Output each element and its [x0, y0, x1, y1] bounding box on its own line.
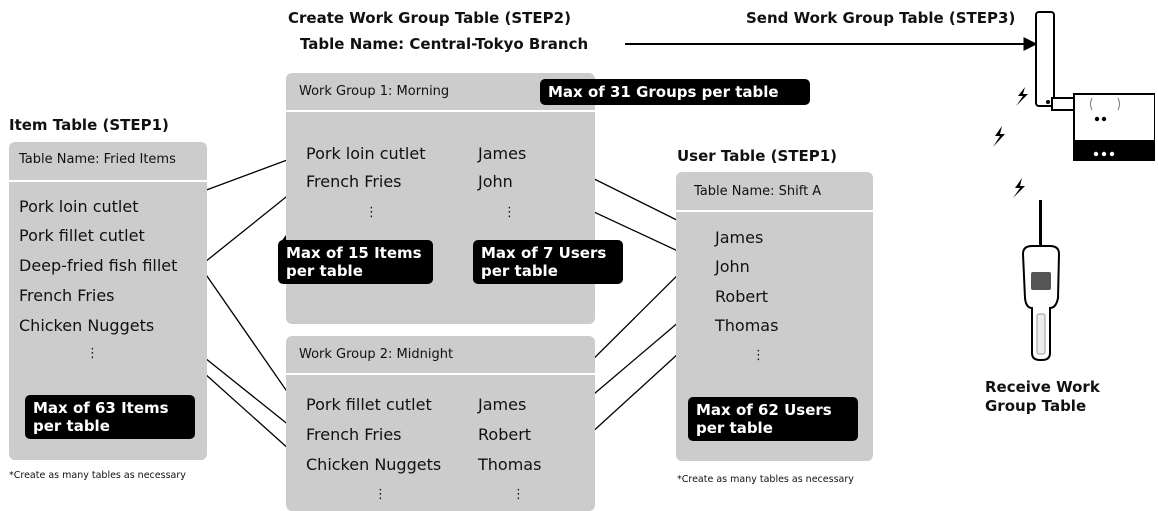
- work-group-2-user: Robert: [478, 425, 532, 444]
- work-group-1-item: Pork loin cutlet: [306, 144, 426, 163]
- work-group-1-panel: Work Group 1: Morning Pork loin cutlet F…: [278, 73, 623, 324]
- more-indicator: ⋮: [752, 348, 765, 363]
- item-table-item: French Fries: [19, 286, 115, 305]
- item-table-title: Item Table (STEP1): [9, 116, 169, 134]
- user-table-title: User Table (STEP1): [677, 147, 838, 165]
- step2-title: Create Work Group Table (STEP2): [288, 9, 571, 27]
- item-table-item: Pork loin cutlet: [19, 197, 139, 216]
- work-group-1-item: French Fries: [306, 172, 402, 191]
- work-group-2-header: Work Group 2: Midnight: [299, 347, 454, 362]
- arrow-icon: [199, 265, 296, 404]
- more-indicator: ⋮: [86, 346, 99, 361]
- users-limit-callout: Max of 62 Users per table: [688, 397, 858, 441]
- work-group-2-user: Thomas: [478, 455, 542, 474]
- item-table-item: Pork fillet cutlet: [19, 226, 145, 245]
- work-group-2-item: French Fries: [306, 425, 402, 444]
- work-group-2-item: Pork fillet cutlet: [306, 395, 432, 414]
- user-table-panel: Table Name: Shift A James John Robert Th…: [676, 172, 873, 461]
- work-group-1-user: John: [478, 172, 513, 191]
- user-table-user: James: [715, 228, 764, 247]
- antenna-icon: [1035, 11, 1055, 107]
- more-indicator: ⋮: [374, 487, 387, 502]
- work-group-1-header: Work Group 1: Morning: [299, 84, 450, 99]
- work-group-2-user: James: [478, 395, 527, 414]
- more-indicator: ⋮: [503, 205, 516, 220]
- work-group-table-name: Table Name: Central-Tokyo Branch: [300, 35, 589, 53]
- item-table-item: Deep-fried fish fillet: [19, 256, 178, 275]
- hardware-illustration: [993, 11, 1155, 361]
- signal-icon: [993, 87, 1028, 198]
- item-table-note: *Create as many tables as necessary: [9, 470, 186, 481]
- user-table-note: *Create as many tables as necessary: [677, 474, 854, 485]
- item-table-panel: Table Name: Fried Items Pork loin cutlet…: [9, 142, 207, 460]
- user-table-user: Thomas: [715, 316, 779, 335]
- groups-limit-callout: Max of 31 Groups per table: [540, 79, 810, 105]
- divider: [286, 110, 595, 112]
- users-per-group-callout: Max of 7 Users per table: [473, 240, 623, 284]
- user-table-user: John: [715, 257, 750, 276]
- work-group-1-user: James: [478, 144, 527, 163]
- divider: [676, 210, 873, 212]
- user-table-name: Table Name: Shift A: [694, 184, 822, 199]
- divider: [286, 373, 595, 375]
- item-table-name: Table Name: Fried Items: [19, 152, 176, 167]
- work-group-2-panel: Work Group 2: Midnight Pork fillet cutle…: [286, 336, 595, 511]
- receive-label: Receive Work Group Table: [985, 378, 1100, 415]
- more-indicator: ⋮: [365, 205, 378, 220]
- divider: [9, 180, 207, 182]
- work-group-2-item: Chicken Nuggets: [306, 455, 442, 474]
- item-table-item: Chicken Nuggets: [19, 316, 155, 335]
- user-table-user: Robert: [715, 287, 769, 306]
- handheld-scanner-icon: [1021, 200, 1061, 361]
- step3-title: Send Work Group Table (STEP3): [746, 9, 1016, 27]
- more-indicator: ⋮: [512, 487, 525, 502]
- items-per-group-callout: Max of 15 Items per table: [278, 240, 433, 284]
- items-limit-callout: Max of 63 Items per table: [25, 395, 195, 439]
- base-station-icon: [1051, 93, 1155, 161]
